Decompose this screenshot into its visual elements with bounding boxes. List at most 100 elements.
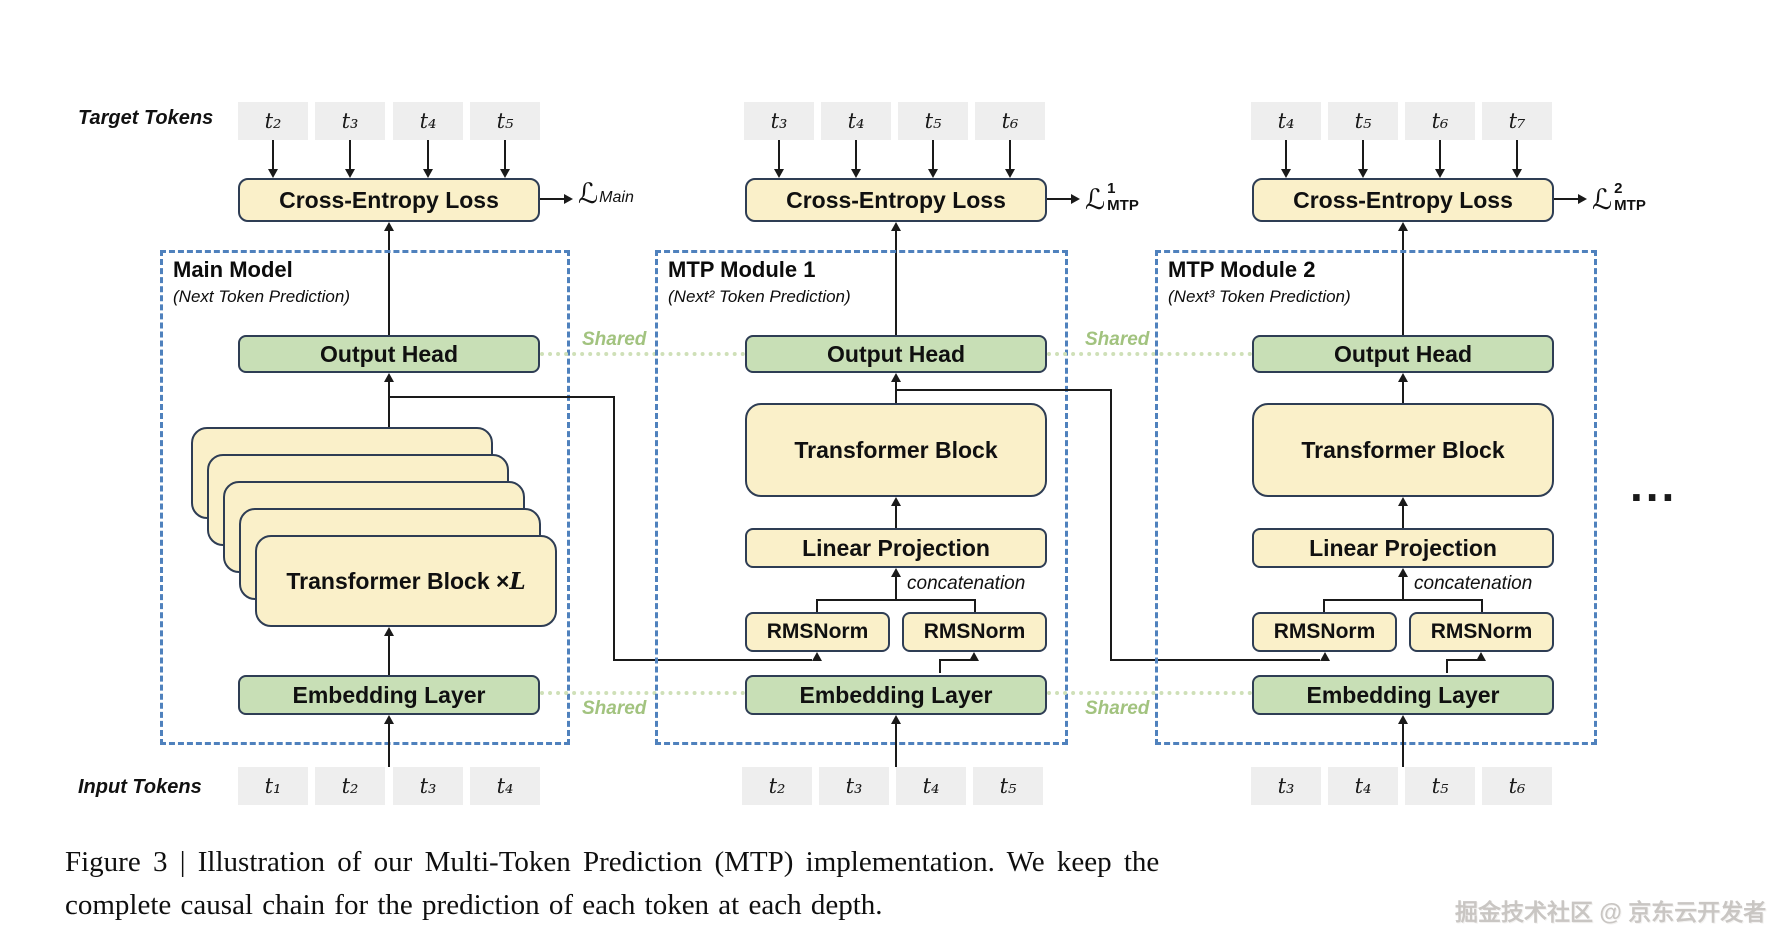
embed-to-rmsnorm-line xyxy=(1446,659,1477,661)
rmsnorm-box: RMSNorm xyxy=(745,612,890,652)
arrow-line xyxy=(540,198,564,200)
shared-label: Shared xyxy=(582,698,647,719)
hidden-state-branch-line xyxy=(613,659,812,661)
arrow-line xyxy=(778,140,780,169)
embed-to-rmsnorm-line xyxy=(939,659,970,661)
arrowhead-up xyxy=(1398,373,1408,382)
arrowhead-down xyxy=(268,169,278,178)
shared-dotted-line xyxy=(540,691,745,695)
target-token: t₃ xyxy=(315,102,385,140)
transformer-block-box: Transformer Block xyxy=(745,403,1047,497)
arrowhead-up xyxy=(891,715,901,724)
input-token: t₅ xyxy=(1405,767,1475,805)
arrow-line xyxy=(1402,382,1404,403)
watermark: 掘金技术社区 @ 京东云开发者 xyxy=(1455,899,1767,925)
arrowhead-down xyxy=(1281,169,1291,178)
input-token: t₆ xyxy=(1482,767,1552,805)
arrowhead-up xyxy=(1398,568,1408,577)
arrow-line xyxy=(1009,140,1011,169)
loss-superscript: 1 xyxy=(1107,180,1116,197)
arrowhead-up xyxy=(1398,497,1408,506)
arrow-line xyxy=(895,231,897,335)
arrowhead-up xyxy=(384,373,394,382)
loss-subscript: Main xyxy=(599,189,634,206)
output-head-box: Output Head xyxy=(238,335,540,373)
arrowhead-up xyxy=(384,715,394,724)
target-token: t₂ xyxy=(238,102,308,140)
linear-projection-box: Linear Projection xyxy=(745,528,1047,568)
arrow-line xyxy=(932,140,934,169)
embedding-layer-box: Embedding Layer xyxy=(238,675,540,715)
input-token: t₄ xyxy=(470,767,540,805)
output-head-box: Output Head xyxy=(745,335,1047,373)
module-title: MTP Module 1 xyxy=(668,257,816,282)
arrowhead-up xyxy=(1398,715,1408,724)
concatenation-label: concatenation xyxy=(907,573,1026,594)
cross-entropy-loss-box: Cross-Entropy Loss xyxy=(238,178,540,222)
input-tokens-label: Input Tokens xyxy=(78,776,202,798)
embedding-layer-box: Embedding Layer xyxy=(745,675,1047,715)
input-token: t₄ xyxy=(1328,767,1398,805)
embed-to-rmsnorm-line xyxy=(1446,659,1448,673)
arrowhead-up xyxy=(384,222,394,231)
arrowhead-up xyxy=(891,222,901,231)
module-title: MTP Module 2 xyxy=(1168,257,1316,282)
arrow-line xyxy=(1402,506,1404,528)
layers-variable: L xyxy=(509,567,526,595)
transformer-block-xl-label: Transformer Block × xyxy=(286,567,510,594)
rmsnorm-box: RMSNorm xyxy=(902,612,1047,652)
target-token: t₄ xyxy=(393,102,463,140)
arrowhead-down xyxy=(851,169,861,178)
arrow-line xyxy=(1362,140,1364,169)
loss-superscript: 2 xyxy=(1614,180,1623,197)
arrowhead-down xyxy=(423,169,433,178)
mtp-module-2-frame xyxy=(1155,250,1597,745)
arrow-line xyxy=(895,382,897,403)
arrowhead-down xyxy=(1358,169,1368,178)
arrow-line xyxy=(272,140,274,169)
script-l-symbol: ℒ xyxy=(1085,183,1106,216)
arrow-line xyxy=(349,140,351,169)
arrowhead-down xyxy=(774,169,784,178)
arrowhead-right xyxy=(564,194,573,204)
module-subtitle: (Next² Token Prediction) xyxy=(668,287,851,306)
concat-merge-line xyxy=(816,600,818,612)
arrow-line xyxy=(895,506,897,528)
figure-caption-line1: Figure 3 | Illustration of our Multi-Tok… xyxy=(65,846,1160,878)
rmsnorm-box: RMSNorm xyxy=(1252,612,1397,652)
more-modules-ellipsis: ... xyxy=(1630,459,1678,511)
input-token: t₂ xyxy=(315,767,385,805)
module-title: Main Model xyxy=(173,257,293,282)
transformer-block-box: Transformer Block xyxy=(1252,403,1554,497)
arrow-line xyxy=(504,140,506,169)
arrowhead-down xyxy=(1512,169,1522,178)
arrowhead-up xyxy=(891,373,901,382)
arrowhead-up xyxy=(891,497,901,506)
arrow-line xyxy=(1554,198,1578,200)
arrowhead-up xyxy=(1320,652,1330,661)
input-token: t₃ xyxy=(393,767,463,805)
shared-dotted-line xyxy=(540,352,745,356)
script-l-symbol: ℒ xyxy=(578,177,599,210)
target-token: t₇ xyxy=(1482,102,1552,140)
main-model-frame xyxy=(160,250,570,745)
module-subtitle: (Next³ Token Prediction) xyxy=(1168,287,1351,306)
input-token: t₄ xyxy=(896,767,966,805)
transformer-block-stack-front: Transformer Block × L xyxy=(255,535,557,627)
mtp-module-1-frame xyxy=(655,250,1068,745)
linear-projection-box: Linear Projection xyxy=(1252,528,1554,568)
target-token: t₃ xyxy=(744,102,814,140)
figure-caption-line2: complete causal chain for the prediction… xyxy=(65,889,883,921)
cross-entropy-loss-box: Cross-Entropy Loss xyxy=(1252,178,1554,222)
output-head-box: Output Head xyxy=(1252,335,1554,373)
shared-label: Shared xyxy=(1085,698,1150,719)
hidden-state-branch-line xyxy=(613,396,615,661)
arrow-line xyxy=(1516,140,1518,169)
arrowhead-up xyxy=(1398,222,1408,231)
shared-dotted-line xyxy=(1047,691,1252,695)
rmsnorm-box: RMSNorm xyxy=(1409,612,1554,652)
arrow-line xyxy=(1439,140,1441,169)
arrowhead-down xyxy=(500,169,510,178)
